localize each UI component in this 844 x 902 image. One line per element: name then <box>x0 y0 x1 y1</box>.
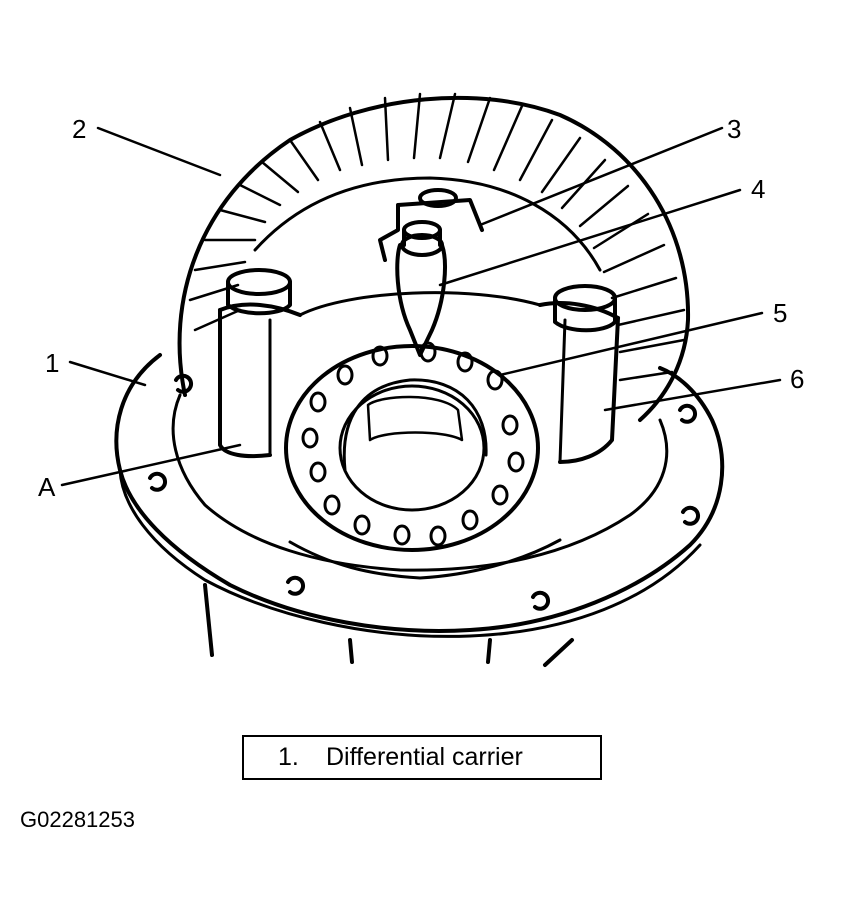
leader-6 <box>603 378 782 412</box>
leader-3 <box>478 126 724 227</box>
leader-lines <box>60 126 782 487</box>
leader-A <box>60 443 242 487</box>
callout-6: 6 <box>790 364 805 394</box>
leader-2 <box>96 126 222 177</box>
leader-1 <box>68 360 147 387</box>
callout-5: 5 <box>773 298 788 328</box>
legend-number: 1. <box>278 743 299 771</box>
legend-text: Differential carrier <box>326 743 523 771</box>
carrier-flange <box>114 353 725 638</box>
legend-box: 1. Differential carrier <box>242 735 602 780</box>
figure-id: G02281253 <box>20 807 135 832</box>
callout-2: 2 <box>72 114 87 144</box>
cap-bolts <box>226 268 617 333</box>
callout-A: A <box>38 472 56 502</box>
ring-gear <box>177 92 691 422</box>
callout-4: 4 <box>751 174 766 204</box>
leader-4 <box>438 188 742 287</box>
callout-3: 3 <box>727 114 742 144</box>
side-bearing-hub <box>284 341 562 580</box>
leader-5 <box>498 311 764 377</box>
housing-legs <box>203 583 574 667</box>
callout-1: 1 <box>45 348 60 378</box>
